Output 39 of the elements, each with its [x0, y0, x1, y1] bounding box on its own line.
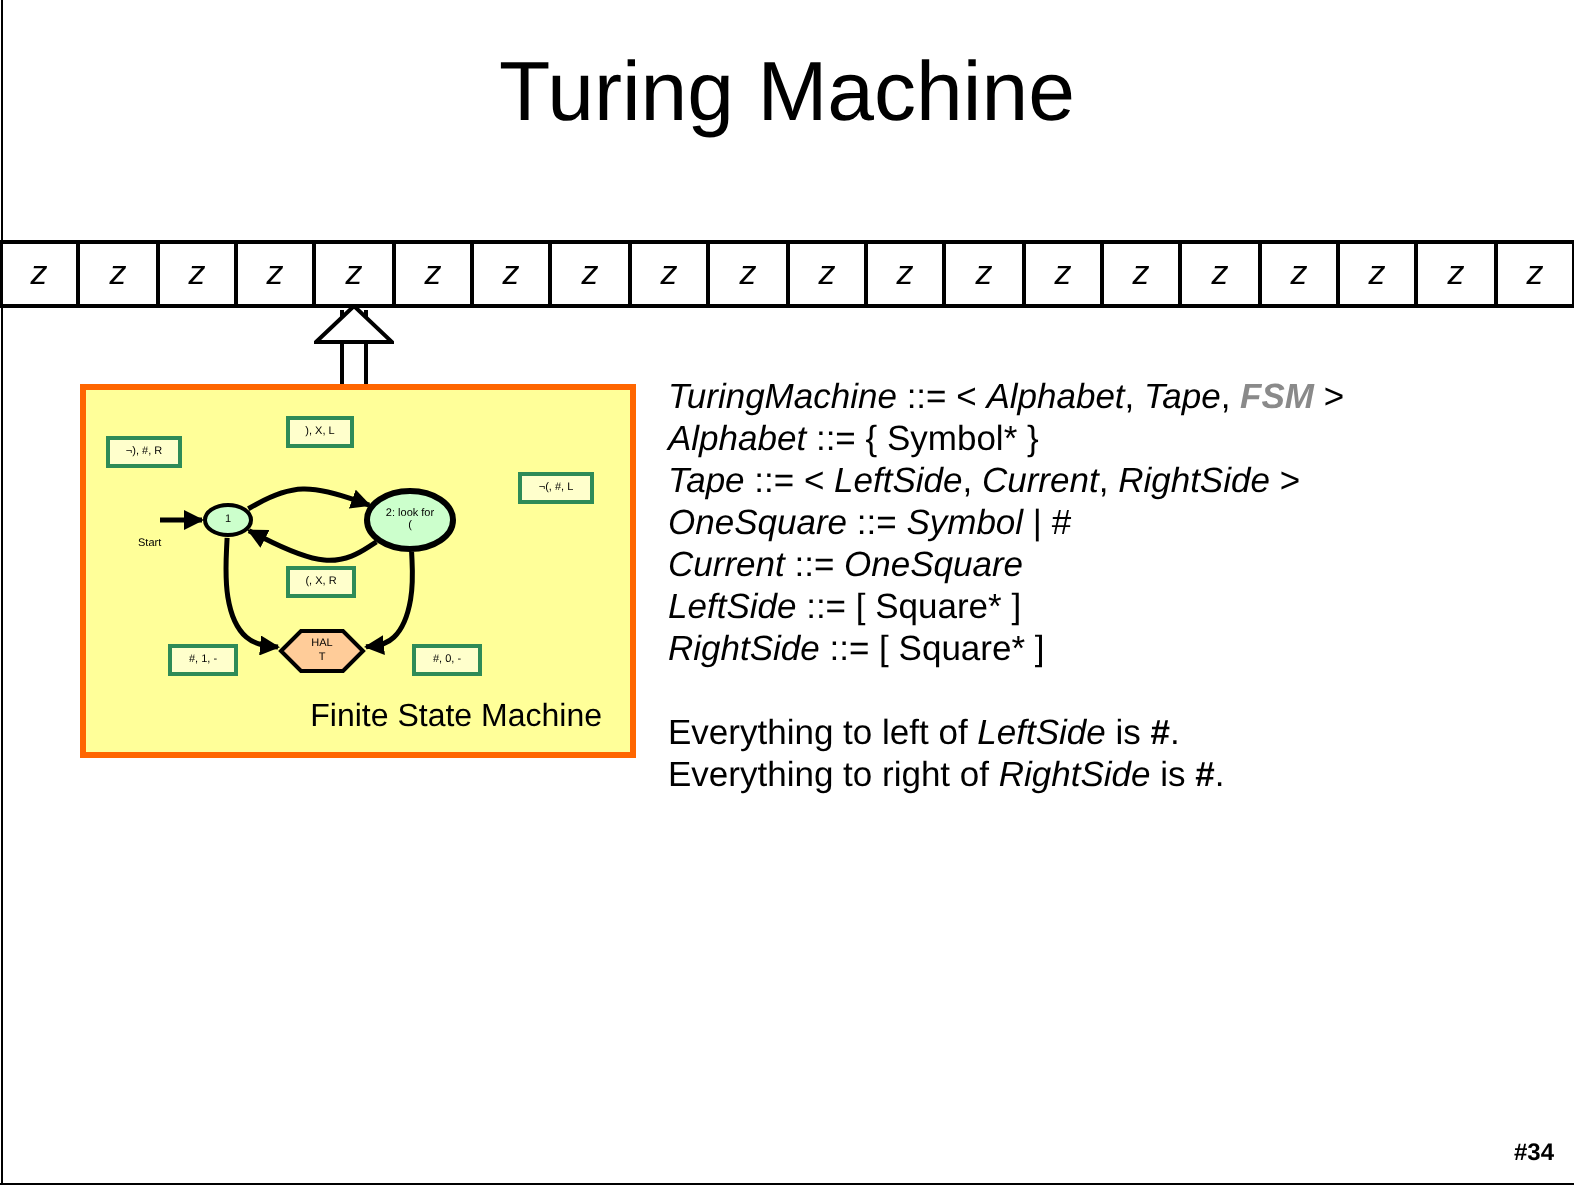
tape-cell: z: [236, 240, 314, 308]
grammar-line: TuringMachine ::= < Alphabet, Tape, FSM >: [668, 376, 1345, 418]
arrow: [364, 551, 415, 656]
tape-cell: z: [550, 240, 630, 308]
arrow: [247, 528, 378, 563]
tape-cell: z: [1260, 240, 1338, 308]
sentence: Everything to right of RightSide is #.: [668, 754, 1225, 796]
arrow: [160, 510, 204, 530]
tape-cell: z: [472, 240, 550, 308]
grammar-line: LeftSide ::= [ Square* ]: [668, 586, 1022, 628]
title: Turing Machine: [497, 44, 1077, 140]
tape-cell: z: [1180, 240, 1260, 308]
tape-cell: z: [866, 240, 944, 308]
grammar-line: RightSide ::= [ Square* ]: [668, 628, 1045, 670]
grammar-line: Tape ::= < LeftSide, Current, RightSide >: [668, 460, 1301, 502]
arrow: [223, 537, 280, 656]
fsm-panel: [80, 384, 636, 758]
grammar-line: Alphabet ::= { Symbol* }: [668, 418, 1039, 460]
grammar-line: Current ::= OneSquare: [668, 544, 1024, 586]
tape-cell: z: [944, 240, 1024, 308]
panel-caption: Finite State Machine: [310, 700, 602, 736]
tape-cell: z: [1102, 240, 1180, 308]
hollow-arrow: [314, 304, 394, 384]
tape-cell: z: [1416, 240, 1496, 308]
page-number: #34: [1514, 1140, 1555, 1164]
tape-cell: z: [394, 240, 472, 308]
grammar-line: OneSquare ::= Symbol | #: [668, 502, 1072, 544]
tape-cell: z: [0, 240, 78, 308]
tape-cell: z: [630, 240, 708, 308]
tape-cell: z: [788, 240, 866, 308]
sentence: Everything to left of LeftSide is #.: [668, 712, 1180, 754]
tape-cell: z: [158, 240, 236, 308]
tape-cell: z: [1024, 240, 1102, 308]
arrow: [247, 486, 372, 511]
tape-cell: z: [314, 240, 394, 308]
tape-cell: z: [1338, 240, 1416, 308]
tape-cell: z: [1496, 240, 1574, 308]
tape-cell: z: [708, 240, 788, 308]
tape-cell: z: [78, 240, 158, 308]
